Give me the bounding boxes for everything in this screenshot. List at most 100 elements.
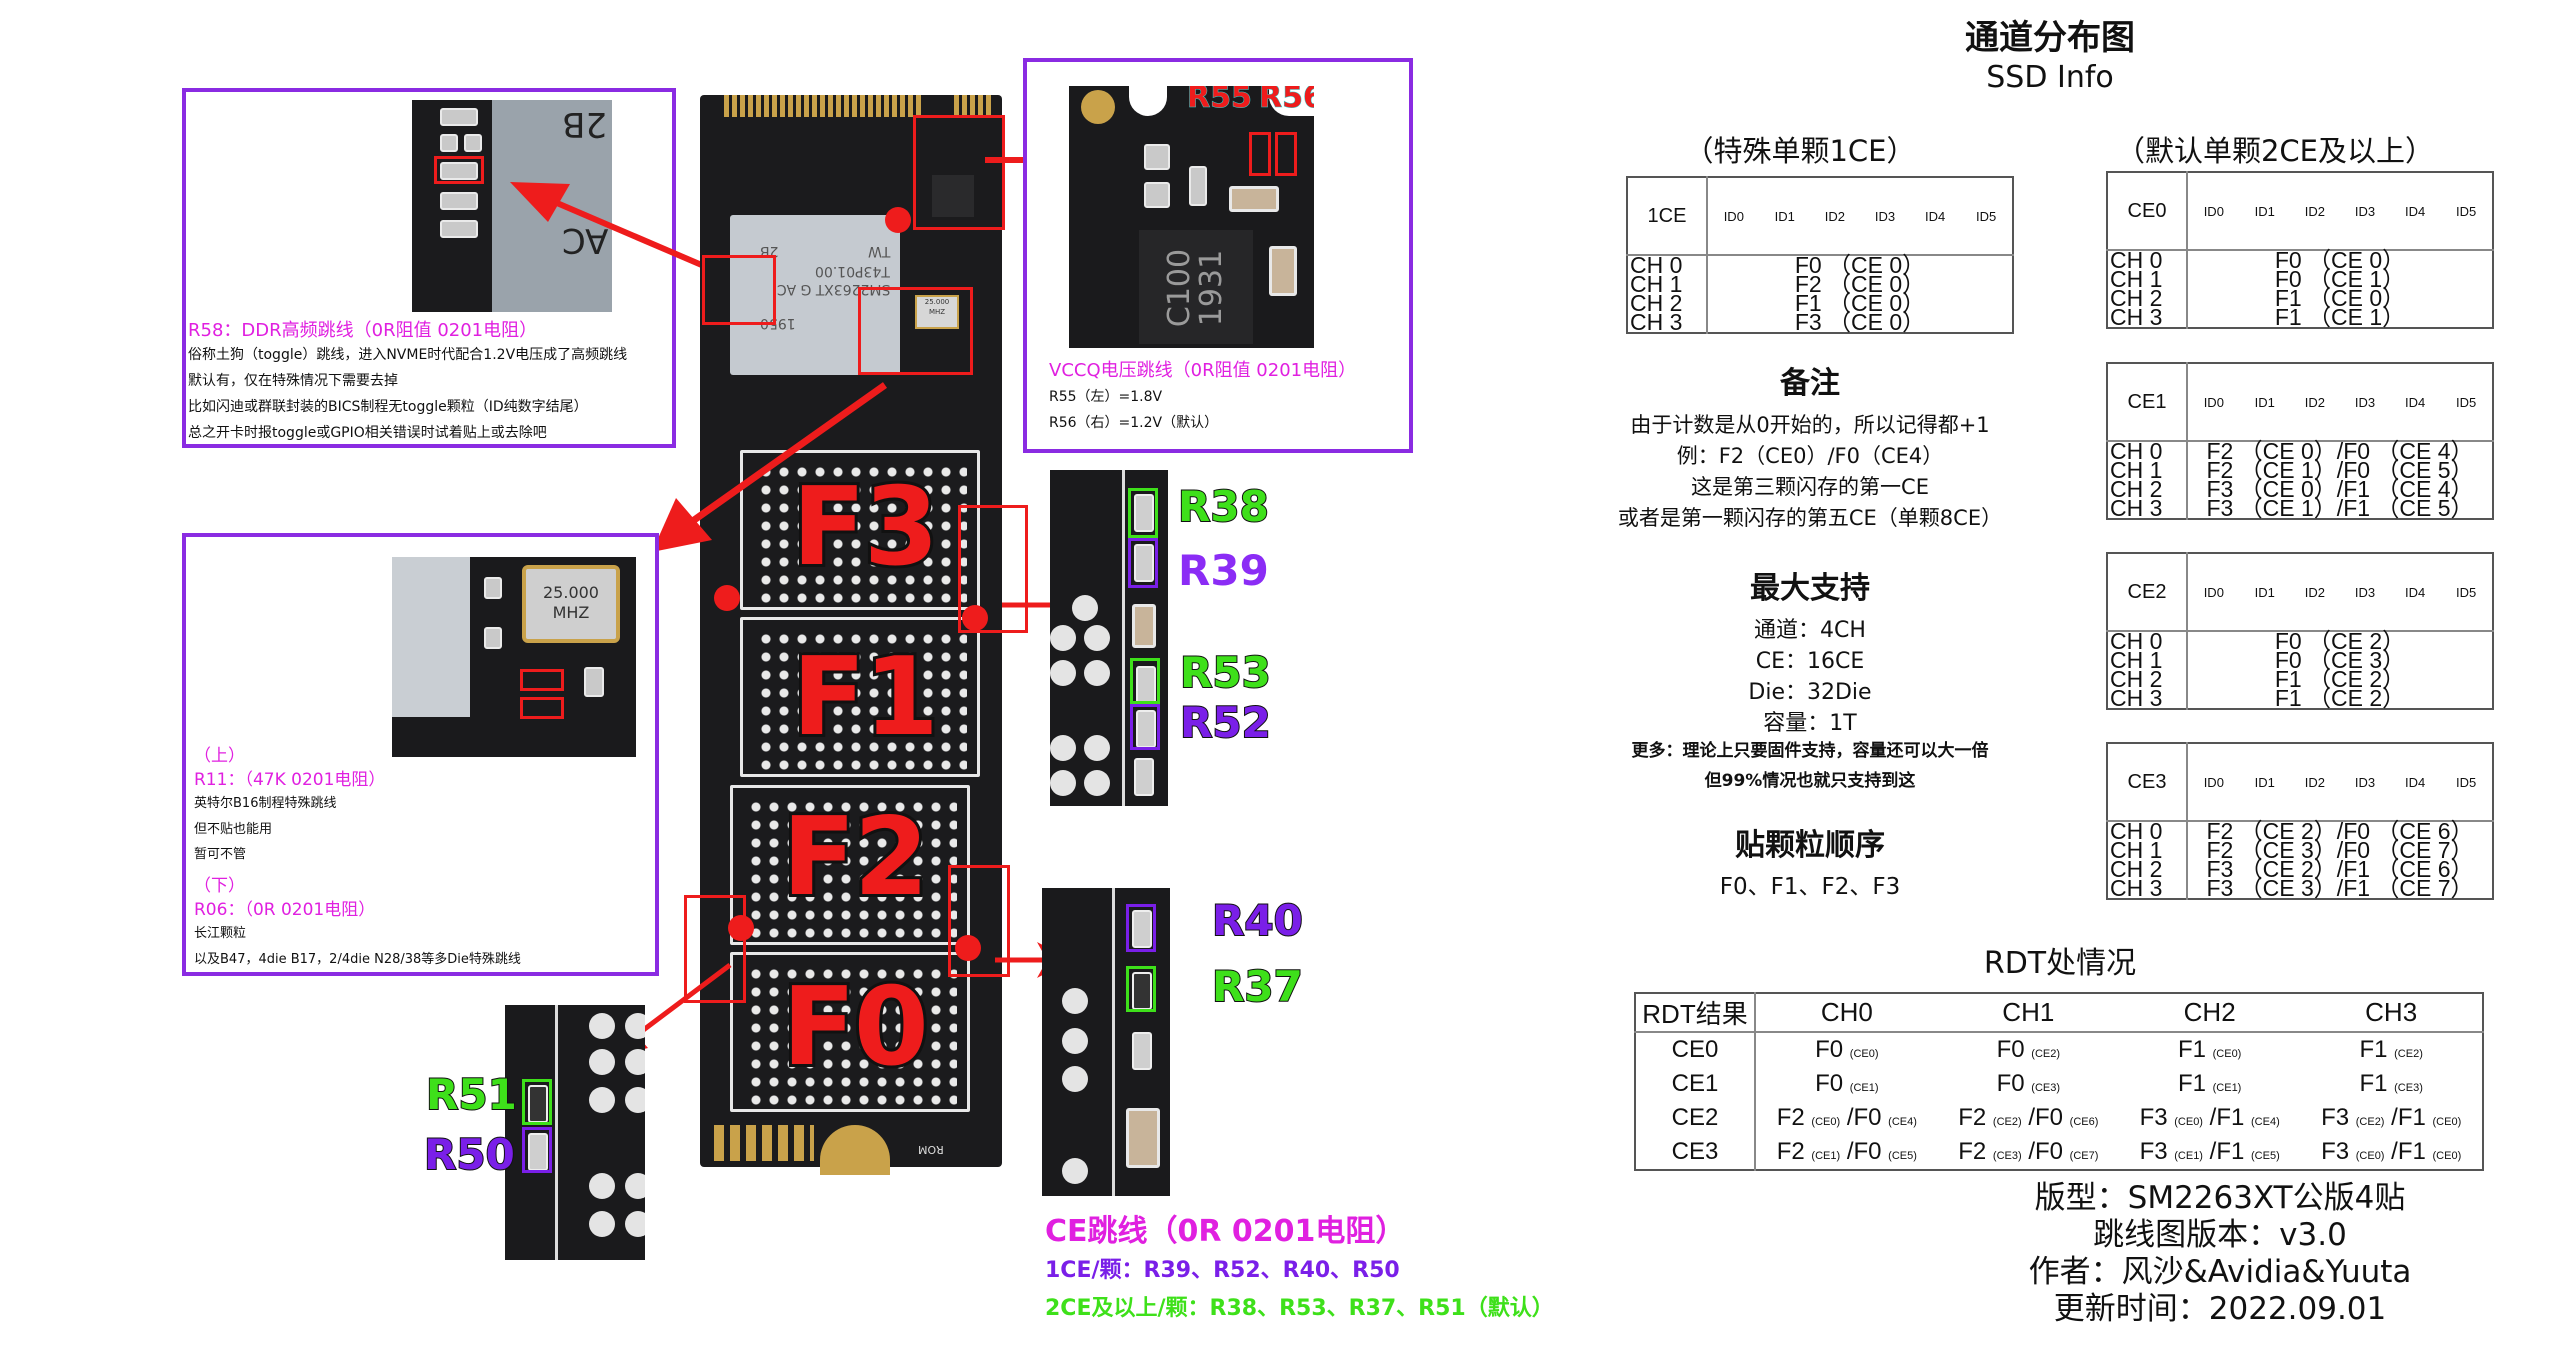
rdt-cell: F0 (CE3)	[1938, 1067, 2119, 1101]
pcb-board: TW T43P01.00 SM2263XT G AC 1950 2B 25.00…	[684, 95, 1028, 1175]
rdt-ce: (CE5)	[1888, 1150, 1917, 1162]
r58-marker	[702, 255, 776, 325]
ce-legend-title: CE跳线（0R 0201电阻）	[1045, 1214, 1406, 1249]
rdt-ce-label: CE1	[1635, 1067, 1756, 1101]
crystal-zoom-freq: 25.000	[543, 583, 599, 602]
id-header: ID2	[2289, 743, 2340, 822]
r11-line-3: 暂可不管	[194, 847, 247, 862]
rdt-cell: F1 (CE1)	[2119, 1067, 2300, 1101]
rdt-heading: RDT处情况	[1983, 946, 2137, 981]
ce-table-row: CH 0 F2 （CE 0）/F0 （CE 4）	[2107, 438, 2493, 464]
channel-mapping: F1 （CE 0）	[2274, 285, 2406, 311]
ce-table-name: 1CE	[1627, 177, 1708, 256]
rdt-cell: F3 (CE0) /F1 (CE0)	[2300, 1135, 2483, 1170]
channel-label: CH 2	[1627, 292, 1708, 315]
rdt-cell: F2 (CE2) /F0 (CE6)	[1938, 1101, 2119, 1135]
note-line-3: 这是第三颗闪存的第一CE	[1691, 475, 1929, 499]
rdt-flash: /F0	[1846, 1138, 1882, 1165]
max-capacity: 容量：1T	[1763, 711, 1857, 736]
id-header: ID3	[2339, 363, 2391, 442]
channel-label: CH 0	[2107, 249, 2188, 272]
channel-label: CH 3	[2107, 306, 2188, 329]
rdt-flash: /F0	[2028, 1138, 2063, 1165]
crystal-freq: 25.000	[924, 298, 950, 306]
rdt-cell: F2 (CE0) /F0 (CE4)	[1755, 1101, 1938, 1135]
ce-legend-2ce: 2CE及以上/颗：R38、R53、R37、R51（默认）	[1045, 1296, 1554, 1321]
r58-title: R58：DDR高频跳线（0R阻值 0201电阻）	[188, 320, 538, 341]
crystal-marker	[858, 287, 973, 375]
id-header: ID1	[1759, 177, 1810, 256]
rdt-col-header: CH0	[1755, 993, 1938, 1033]
rdt-ce: (CE2)	[2031, 1048, 2061, 1060]
rdt-flash: F0	[1996, 1036, 2025, 1063]
label-r55: R55	[1187, 86, 1253, 116]
vccq-line-2: R56（右）=1.2V（默认）	[1049, 415, 1219, 431]
id-header: ID1	[2239, 363, 2290, 442]
id-header: ID3	[2339, 553, 2391, 632]
flash-f2	[730, 785, 970, 945]
r11-line-1: 英特尔B16制程特殊跳线	[194, 796, 337, 811]
rdt-cell: F0 (CE2)	[1938, 1032, 2119, 1067]
footer-authors: 作者：风沙&Avidia&Yuuta	[2028, 1254, 2412, 1290]
default-heading: （默认单颗2CE及以上）	[2115, 134, 2435, 168]
rdt-flash: F0	[1996, 1070, 2025, 1097]
footer: 版型：SM2263XT公版4贴 跳线图版本：v3.0 作者：风沙&Avidia&…	[2000, 1180, 2440, 1328]
id-header: ID5	[1960, 177, 2013, 256]
channel-label: CH 1	[2107, 839, 2188, 862]
channel-label: CH 3	[2107, 687, 2188, 710]
callout-r58: 2B AC R58：DDR高频跳线（0R阻值 0201电阻） 俗称土狗（togg…	[182, 88, 676, 448]
channel-mapping: F2 （CE 0）/F0 （CE 4）	[2206, 438, 2474, 464]
special-heading: （特殊单颗1CE）	[1684, 134, 1916, 168]
rdt-col-header: CH1	[1937, 993, 2119, 1033]
id-header: ID4	[1910, 177, 1961, 256]
rdt-ce: (CE0)	[1849, 1048, 1879, 1060]
footer-model: 版型：SM2263XT公版4贴	[2034, 1180, 2406, 1216]
label-r56: R56	[1259, 86, 1314, 116]
rdt-col-header: CH2	[2118, 993, 2301, 1033]
chip-text-c100: C100	[1162, 248, 1197, 328]
note-line-1: 由于计数是从0开始的，所以记得都+1	[1630, 413, 1990, 437]
max-more-2: 但99%情况也就只支持到这	[1704, 771, 1916, 791]
channel-label: CH 1	[2107, 268, 2188, 291]
flash-label-f2: F2	[779, 792, 932, 923]
channel-label: CH 0	[2107, 440, 2188, 463]
channel-label: CH 1	[1627, 273, 1708, 296]
controller-chip: TW T43P01.00 SM2263XT G AC 1950 2B	[730, 215, 900, 375]
id-header: ID2	[2289, 363, 2340, 442]
flash-f1	[740, 617, 980, 777]
rdt-ce: (CE0)	[2432, 1150, 2462, 1162]
rdt-flash: F1	[2359, 1070, 2388, 1097]
arrow-to-r58	[510, 182, 727, 278]
label-r53: R53	[1179, 647, 1272, 698]
vccq-marker	[913, 115, 1005, 230]
max-more-block: 更多：理论上只要固件支持，容量还可以大一倍 但99%情况也就只支持到这	[1590, 736, 2030, 796]
id-header: ID2	[2289, 172, 2340, 251]
rdt-ce: (CE1)	[1811, 1150, 1841, 1162]
id-header: ID3	[1859, 177, 1911, 256]
arrow-to-r11	[652, 382, 888, 552]
gold-fingers	[724, 95, 924, 117]
id-header: ID5	[2440, 553, 2493, 632]
max-heading: 最大支持	[1750, 571, 1870, 606]
crystal-unit: MHZ	[928, 308, 946, 316]
rdt-cell: F1 (CE2)	[2300, 1032, 2483, 1067]
rdt-ce-label: CE3	[1635, 1135, 1756, 1170]
id-header: ID0	[2187, 172, 2240, 251]
channel-label: CH 2	[2107, 668, 2188, 691]
bottom-pads	[714, 1125, 814, 1161]
rdt-cell: F2 (CE1) /F0 (CE5)	[1755, 1135, 1938, 1170]
rdt-flash: /F1	[2209, 1104, 2245, 1131]
r38-r52-photo	[1050, 470, 1168, 806]
r58-line-2: 默认有，仅在特殊情况下需要去掉	[188, 373, 398, 389]
id-header: ID3	[2339, 743, 2391, 822]
